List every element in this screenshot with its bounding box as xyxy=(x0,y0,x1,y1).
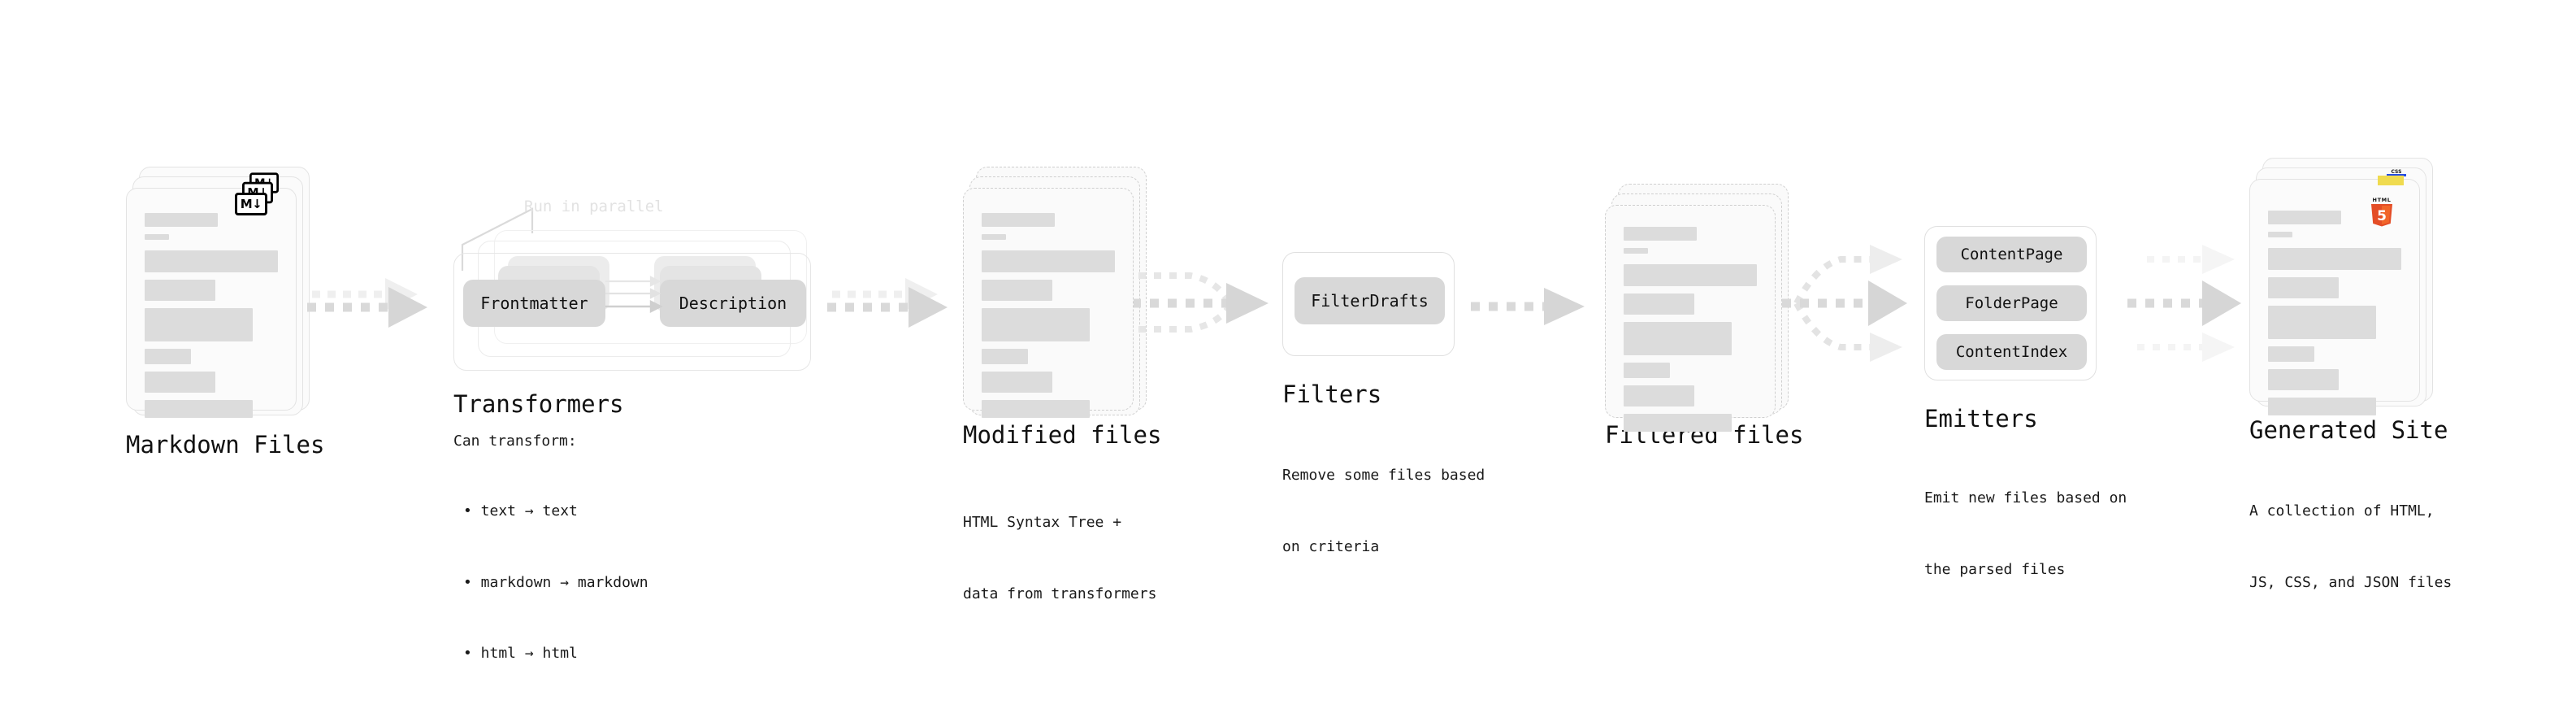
generated-file-card-front xyxy=(2249,179,2420,415)
transformer-inner-arrows xyxy=(605,268,670,337)
modified-files-subtitle: HTML Syntax Tree + data from transformer… xyxy=(963,463,1156,653)
filters-box: FilterDrafts xyxy=(1282,252,1455,356)
filtered-file-card-front xyxy=(1605,205,1776,432)
flow-arrow-6 xyxy=(2113,232,2255,381)
css-icon: CSS xyxy=(2386,164,2407,176)
doc-placeholder-lines xyxy=(145,213,278,418)
subtitle-line: A collection of HTML, xyxy=(2249,502,2435,520)
emitter-chip-contentindex[interactable]: ContentIndex xyxy=(1936,334,2087,370)
emitter-chip-folderpage[interactable]: FolderPage xyxy=(1936,285,2087,321)
flow-arrow-5-fan-out xyxy=(1782,232,1920,377)
pipeline-diagram: M↓ M↓ M↓ Markdown Files xyxy=(126,158,2452,662)
list-item: • markdown → markdown xyxy=(463,573,648,591)
page-title: Modified files xyxy=(963,421,1162,449)
markdown-files-stack: M↓ M↓ M↓ xyxy=(126,167,310,418)
doc-placeholder-lines xyxy=(2268,211,2401,415)
html5-icon: HTML 5 xyxy=(2368,195,2396,227)
filtered-files-stack xyxy=(1605,184,1789,432)
emitters-subtitle: Emit new files based on the parsed files xyxy=(1924,439,2127,628)
emitters-box: ContentPage FolderPage ContentIndex xyxy=(1924,226,2097,380)
page-title: Filters xyxy=(1282,380,1382,408)
subtitle-line: Remove some files based xyxy=(1282,467,1485,485)
subtitle-line: data from transformers xyxy=(963,585,1157,602)
subtitle-line: Emit new files based on xyxy=(1924,489,2127,507)
modified-files-stack xyxy=(963,167,1147,418)
flow-arrow-2 xyxy=(827,268,957,345)
subtitle-line: on criteria xyxy=(1282,537,1380,555)
doc-placeholder-lines xyxy=(1624,227,1757,432)
generated-site-subtitle: A collection of HTML, JS, CSS, and JSON … xyxy=(2249,452,2452,641)
transformer-chip-description[interactable]: Description xyxy=(660,280,806,327)
transformer-chip-frontmatter[interactable]: Frontmatter xyxy=(463,280,605,327)
svg-text:HTML: HTML xyxy=(2373,197,2392,203)
filters-subtitle: Remove some files based on criteria xyxy=(1282,416,1485,606)
page-title: Markdown Files xyxy=(126,431,325,459)
js-icon xyxy=(2378,176,2404,185)
flow-arrow-3-fan-in xyxy=(1132,248,1278,369)
generated-site-stack: CSS HTML 5 xyxy=(2249,158,2433,415)
subtitle-line: JS, CSS, and JSON files xyxy=(2249,573,2452,591)
page-title: Generated Site xyxy=(2249,416,2448,444)
run-in-parallel-label: Run in parallel xyxy=(524,198,664,215)
svg-text:5: 5 xyxy=(2377,208,2387,224)
markdown-icon: M↓ xyxy=(235,193,267,215)
doc-placeholder-lines xyxy=(982,213,1115,418)
modified-file-card-front xyxy=(963,188,1134,418)
page-title: Transformers xyxy=(453,390,624,418)
emitter-chip-contentpage[interactable]: ContentPage xyxy=(1936,237,2087,272)
page-title: Emitters xyxy=(1924,405,2038,433)
list-item: • text → text xyxy=(463,502,578,520)
transformer-frame-front xyxy=(453,253,811,371)
subtitle-line: HTML Syntax Tree + xyxy=(963,514,1122,532)
transformers-bullet-list: • text → text • markdown → markdown • ht… xyxy=(463,452,648,713)
flow-arrow-4 xyxy=(1471,286,1593,330)
transformers-subtitle: Can transform: xyxy=(453,433,577,450)
filter-chip-filterdrafts[interactable]: FilterDrafts xyxy=(1295,277,1445,324)
flow-arrow-1 xyxy=(307,268,437,345)
subtitle-line: the parsed files xyxy=(1924,560,2066,578)
markdown-file-card-front xyxy=(126,188,297,418)
svg-text:CSS: CSS xyxy=(2392,169,2402,175)
list-item: • html → html xyxy=(463,645,578,663)
